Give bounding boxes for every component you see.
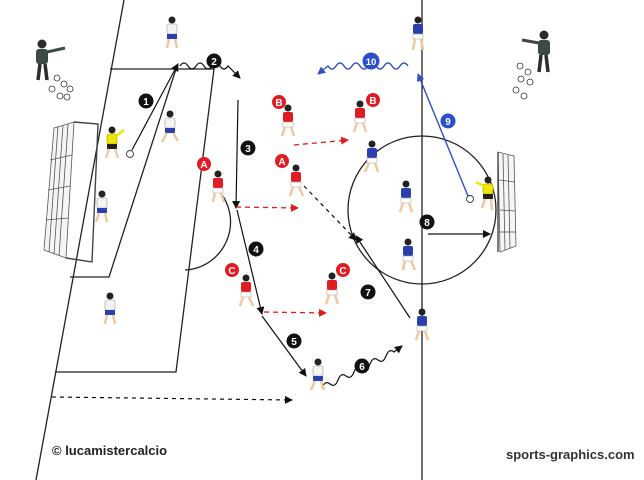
- movement-lines: [51, 62, 491, 404]
- step-marker-6: 6: [354, 358, 370, 374]
- letter-marker-A: A: [197, 157, 211, 171]
- player-red: [211, 170, 226, 203]
- ball: [466, 195, 474, 203]
- player-blue: [363, 140, 380, 173]
- player-blue: [398, 180, 414, 213]
- letter-marker-C: C: [225, 263, 239, 277]
- letter-marker-B: B: [366, 93, 380, 107]
- svg-text:A: A: [278, 157, 285, 168]
- coach-right: [521, 30, 550, 73]
- pitch-lines: [35, 0, 497, 480]
- player-white: [165, 16, 179, 49]
- player-red: [352, 100, 368, 133]
- blue-movements: [317, 62, 469, 197]
- svg-text:B: B: [275, 98, 282, 109]
- svg-text:1: 1: [143, 97, 149, 108]
- svg-text:8: 8: [424, 218, 430, 229]
- svg-text:3: 3: [245, 144, 251, 155]
- goalkeeper-left: [104, 126, 125, 159]
- step-marker-10: 10: [362, 52, 380, 70]
- pass-4: [236, 209, 265, 315]
- goalkeeper-right: [475, 176, 494, 211]
- svg-text:6: 6: [359, 362, 365, 373]
- player-red: [280, 104, 296, 137]
- svg-text:C: C: [228, 266, 235, 277]
- player-blue: [411, 16, 425, 51]
- step-marker-7: 7: [360, 284, 376, 300]
- letter-marker-B: B: [272, 95, 286, 109]
- svg-text:B: B: [369, 96, 376, 107]
- step-marker-3: 3: [240, 140, 256, 156]
- svg-text:A: A: [200, 160, 207, 171]
- penalty-area-left: [55, 68, 215, 373]
- player-blue: [414, 308, 430, 341]
- player-white: [103, 292, 117, 325]
- player-red: [288, 164, 305, 197]
- letter-marker-A: A: [275, 154, 289, 168]
- player-white: [160, 110, 180, 143]
- long-run-dashed: [51, 395, 293, 404]
- copyright-credit: © lucamistercalcio: [52, 443, 168, 458]
- ball-pile-left: [48, 74, 74, 101]
- ball: [126, 150, 134, 158]
- red-run-C: [263, 308, 327, 317]
- red-movements: [235, 136, 349, 317]
- red-run-A: [235, 203, 299, 212]
- site-credit: sports-graphics.com: [506, 447, 635, 462]
- step-marker-2: 2: [206, 53, 222, 69]
- player-white: [309, 358, 326, 391]
- step-marker-8: 8: [419, 214, 435, 230]
- pass-3: [232, 99, 241, 209]
- goal-right: [497, 151, 517, 253]
- goal-line: [35, 0, 125, 480]
- center-circle: [347, 135, 497, 285]
- pass-1: [131, 63, 179, 151]
- dribble-2: [179, 62, 241, 79]
- svg-text:9: 9: [445, 117, 451, 128]
- goal-left: [43, 121, 99, 263]
- player-red: [324, 272, 340, 305]
- ball-pile-right: [512, 62, 534, 100]
- letter-marker-C: C: [336, 263, 350, 277]
- svg-text:2: 2: [211, 57, 217, 68]
- goal-area-left: [70, 68, 177, 278]
- svg-text:C: C: [339, 266, 346, 277]
- step-marker-9: 9: [440, 113, 456, 129]
- pass-5: [261, 315, 307, 377]
- svg-text:10: 10: [366, 57, 377, 68]
- step-marker-5: 5: [286, 333, 302, 349]
- run-7: [355, 235, 411, 319]
- blue-pass-9: [416, 73, 469, 197]
- blue-dribble-10: [317, 62, 409, 75]
- step-marker-4: 4: [248, 241, 264, 257]
- coach-left: [36, 39, 66, 81]
- player-blue: [401, 238, 417, 271]
- svg-text:7: 7: [365, 288, 371, 299]
- svg-text:4: 4: [253, 245, 259, 256]
- step-marker-1: 1: [138, 93, 154, 109]
- player-white: [94, 190, 109, 223]
- svg-text:5: 5: [291, 337, 297, 348]
- player-red: [238, 274, 255, 307]
- red-run-B: [293, 136, 349, 146]
